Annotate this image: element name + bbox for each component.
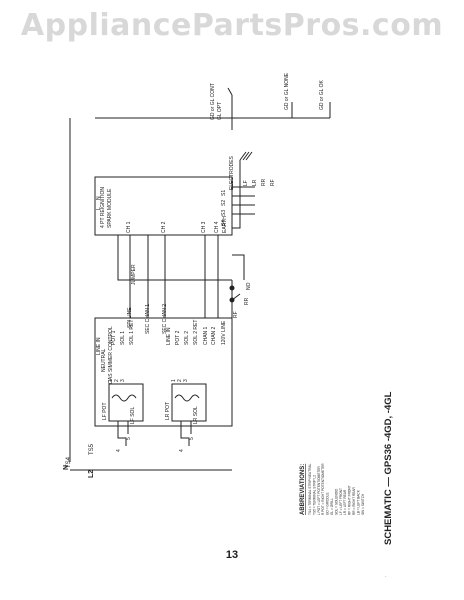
jumper-wire xyxy=(117,235,232,281)
sol-pin: 4 xyxy=(116,449,122,452)
gas-pin-chan1: CHAN 1 xyxy=(203,326,209,345)
pot-pin: 2 xyxy=(114,379,120,382)
abbreviation-item: GD = GRIDDLE xyxy=(326,492,330,515)
label-gd-gl-none: GD or GL NONE xyxy=(284,72,290,110)
electrode-num-s4: S4 xyxy=(221,220,227,226)
pot-pin: 1 xyxy=(171,379,177,382)
label-ts4: TS4 xyxy=(66,456,72,468)
label-n: N xyxy=(63,465,70,470)
gas-pin-pot1: POT 1 xyxy=(111,330,117,345)
label-electrodes: ELECTRODES xyxy=(229,155,235,190)
label-gl-opt: GL OPT xyxy=(217,102,223,120)
scan-mark: · xyxy=(385,574,387,580)
gas-pin-sec-chan1: SEC CHAN 1 xyxy=(145,304,151,334)
label-gd-gl-cont: GD or GL CONT xyxy=(210,83,216,120)
lf-pot-box xyxy=(108,383,144,422)
gas-pin-line-in: LINE IN xyxy=(96,337,102,355)
pot-pin: 2 xyxy=(177,379,183,382)
gas-pin-sol2-ret: SOL 2 RET xyxy=(193,320,199,345)
electrode-tag-rr: RR xyxy=(261,178,267,186)
label-gas-simmer-control: GAS SIMMER CONTROL xyxy=(108,326,114,384)
abbreviation-item: TS4 = TERMINAL STRIP NEUTRAL xyxy=(308,463,312,515)
spark-pin-ch1: CH 1 xyxy=(126,221,132,233)
label-l2: L2 xyxy=(88,470,95,478)
label-lr-pot: LR POT xyxy=(165,402,171,420)
electrode-tag-lf: LF xyxy=(243,180,249,186)
watermark: AppliancePartsPros.com xyxy=(20,8,444,43)
lr-pot-box xyxy=(171,383,207,422)
gas-pin-sol1: SOL 1 xyxy=(120,331,126,345)
gas-pin-spi-line: SPI LINE xyxy=(127,307,133,328)
abbreviation-item: RF = RIGHT FRONT xyxy=(348,485,352,515)
earth-lead xyxy=(232,160,241,229)
electrode-tag-lr: LR xyxy=(252,179,258,186)
electrode-num-s2: S2 xyxy=(221,200,227,206)
electrode-tag-rf: RF xyxy=(270,179,276,186)
spark-pin-ch3: CH 3 xyxy=(201,221,207,233)
gas-pin-chan2: CHAN 2 xyxy=(211,326,217,345)
abbreviation-item: LB = LEFT BACK xyxy=(356,489,360,515)
abbreviation-item: TS5 = TERMINAL STRIP L2 xyxy=(312,475,316,515)
gas-pin-sol2: SOL 2 xyxy=(184,331,190,345)
abbreviation-item: LF = LEFT FRONT xyxy=(339,488,343,515)
gas-pin-sec-chan2: SEC CHAN 2 xyxy=(162,304,168,334)
label-lr-sol: LR SOL xyxy=(193,406,199,424)
option-switch xyxy=(227,87,233,118)
abbreviation-item: RR = RIGHT REAR xyxy=(352,486,356,515)
label-gd-gl-ok: GD or GL OK xyxy=(319,80,325,110)
electrode-num-s1: S1 xyxy=(221,190,227,196)
pot-pin: 3 xyxy=(183,379,189,382)
gas-pin-line-in-2: LINE IN xyxy=(166,327,172,345)
pot-pin: 3 xyxy=(120,379,126,382)
abbreviations-heading: ABBREVIATIONS: xyxy=(300,464,306,515)
electrode-num-s3: S3 xyxy=(221,210,227,216)
label-jumper: JUMPER xyxy=(131,264,137,285)
abbreviation-item: SW = SWITCH xyxy=(361,493,365,515)
sol-pin: 5 xyxy=(126,437,132,440)
abbreviation-item: LR = LEFT REAR xyxy=(343,489,347,515)
electrode-leads xyxy=(232,186,255,215)
label-ts5: TS5 xyxy=(89,443,95,455)
gas-pin-sol1-ret: SOL 1 RET xyxy=(129,320,135,345)
schematic-title: SCHEMATIC — GPS36 -4GD, -4GL xyxy=(383,391,394,545)
spark-pin-ch2: CH 2 xyxy=(161,221,167,233)
abbreviation-item: SOL = SOLENOID xyxy=(334,488,338,515)
abbreviation-item: L POT = LEFT POTENTIOMETER xyxy=(317,466,321,515)
label-reignition: 4 PT REIGNITION xyxy=(100,187,106,228)
label-neutral: NEUTRAL xyxy=(101,348,107,372)
abbreviation-item: GL = GRILL xyxy=(330,498,334,515)
sol-pin: 4 xyxy=(179,449,185,452)
label-no: NO xyxy=(246,282,252,290)
label-lf-pot: LF POT xyxy=(102,402,108,420)
label-rr: RR xyxy=(244,297,250,305)
spark-module-box xyxy=(94,176,233,236)
spark-pin-n: N xyxy=(96,196,102,200)
label-lf-sol: LF SOL xyxy=(130,407,136,424)
page-number: 13 xyxy=(225,549,239,561)
spark-pin-earth: EARTH xyxy=(222,216,228,233)
gas-simmer-control-box xyxy=(94,317,233,427)
pot-pin: 1 xyxy=(108,379,114,382)
gas-pin-pot2: POT 2 xyxy=(175,330,181,345)
spark-pin-l: L xyxy=(96,207,102,210)
sol-pin: 5 xyxy=(189,437,195,440)
label-spark-module: SPARK MODULE xyxy=(107,188,113,228)
gas-pin-120v-line: 120V LINE xyxy=(221,320,227,345)
label-rf: RF xyxy=(233,311,239,318)
neutral-rail xyxy=(95,117,330,130)
spark-pin-ch4: CH 4 xyxy=(214,221,220,233)
abbreviation-item: R POT = RIGHT POTENTIOMETER xyxy=(321,463,325,515)
